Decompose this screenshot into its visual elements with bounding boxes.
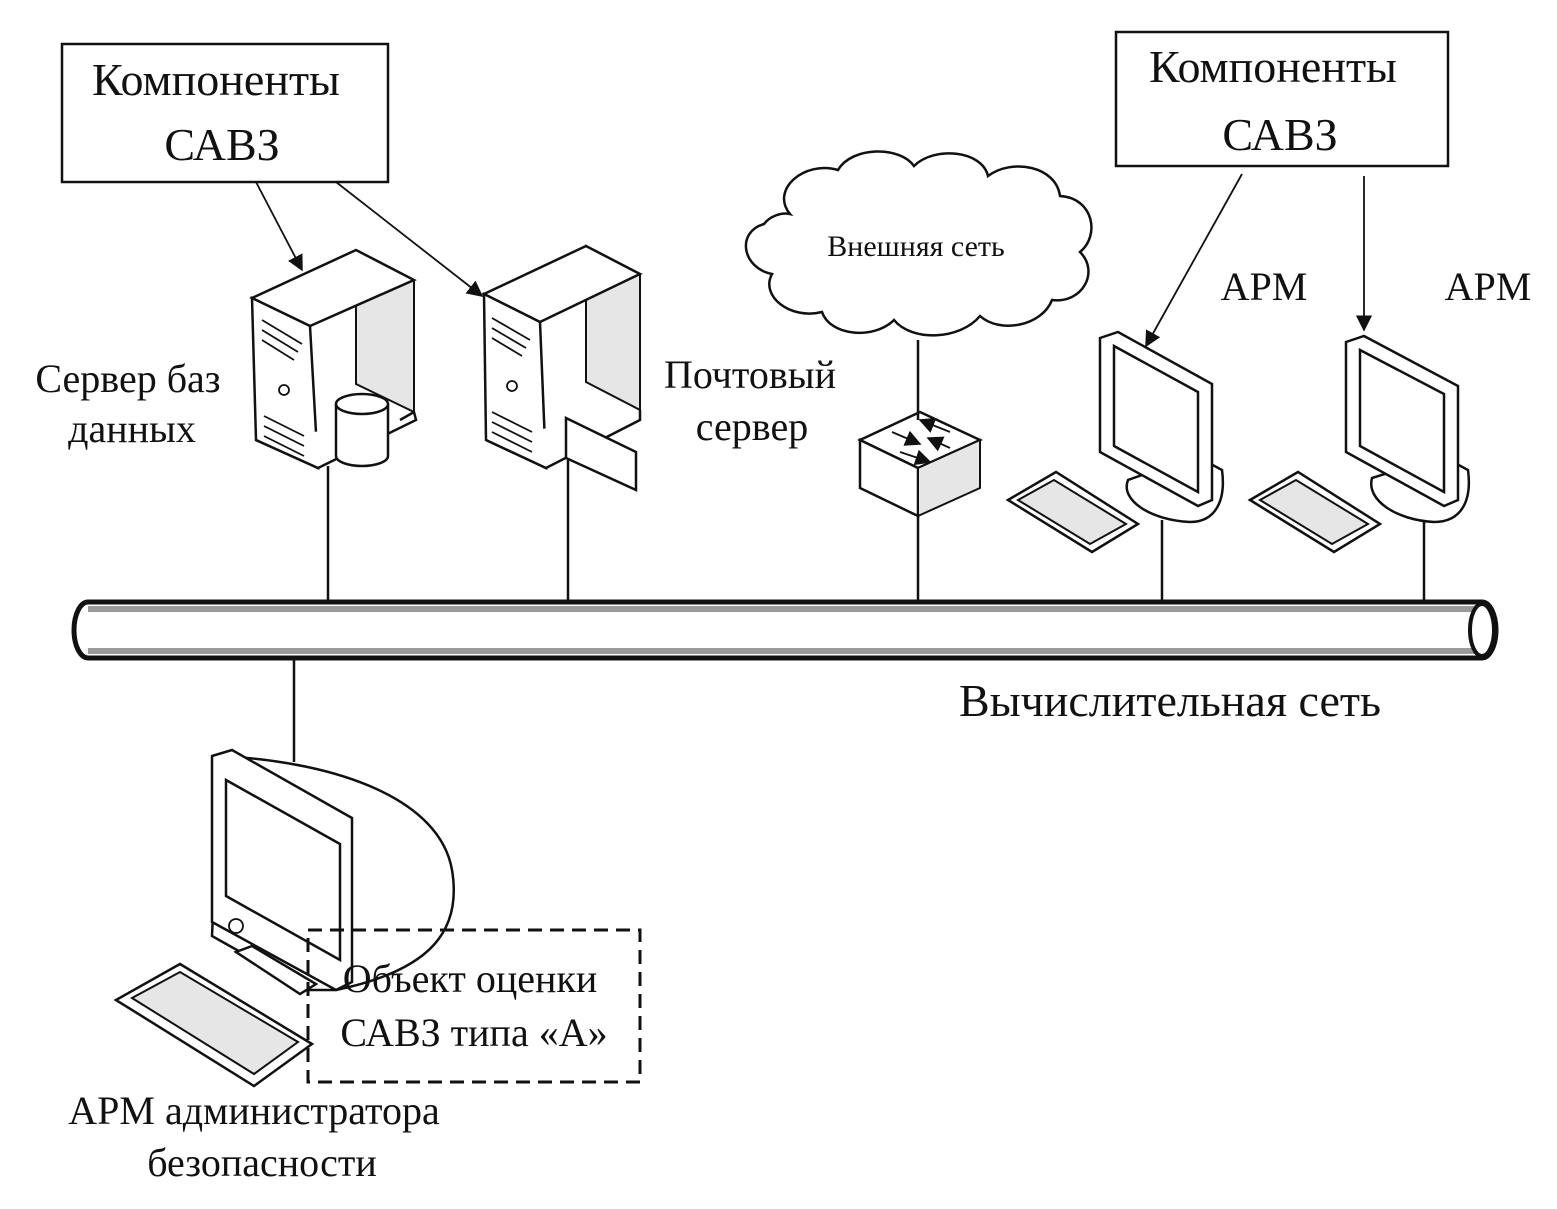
workstation-2-label: АРМ	[1445, 264, 1532, 309]
switch-icon	[857, 410, 983, 518]
workstation-1-label: АРМ	[1221, 264, 1308, 309]
eval-object-line1: Объект оценки	[343, 956, 597, 1001]
arrow-to-db-server	[255, 181, 303, 272]
arrow-to-workstation-1	[1145, 173, 1243, 348]
box-left-line2: САВЗ	[164, 119, 279, 170]
network-bus	[71, 599, 1499, 661]
savz-components-box-left: Компоненты САВЗ	[60, 42, 390, 184]
external-net-label: Внешняя сеть	[827, 230, 1004, 263]
evaluation-object-box: Объект оценки САВЗ типа «А»	[306, 928, 642, 1084]
mail-server-label-line2: сервер	[696, 404, 808, 449]
workstation-2-icon: АРМ	[1247, 264, 1532, 554]
mail-server-icon	[481, 244, 643, 492]
cloud-icon: Внешняя сеть	[744, 150, 1093, 337]
admin-ws-label-line1: АРМ администратора	[68, 1088, 440, 1133]
box-right-line2: САВЗ	[1222, 109, 1337, 160]
workstation-1-icon: АРМ	[1005, 264, 1308, 554]
db-server-label-line1: Сервер баз	[35, 356, 220, 401]
savz-components-box-right: Компоненты САВЗ	[1114, 30, 1450, 168]
network-label: Вычислительная сеть	[959, 675, 1381, 726]
arrow-to-mail-server	[335, 181, 484, 297]
box-right-line1: Компоненты	[1149, 41, 1397, 92]
db-server-icon	[249, 248, 418, 470]
box-left-line1: Компоненты	[92, 54, 340, 105]
eval-object-line2: САВЗ типа «А»	[340, 1010, 607, 1055]
db-server-label-line2: данных	[68, 406, 196, 451]
mail-server-label-line1: Почтовый	[664, 352, 836, 397]
admin-ws-label-line2: безопасности	[147, 1140, 377, 1185]
